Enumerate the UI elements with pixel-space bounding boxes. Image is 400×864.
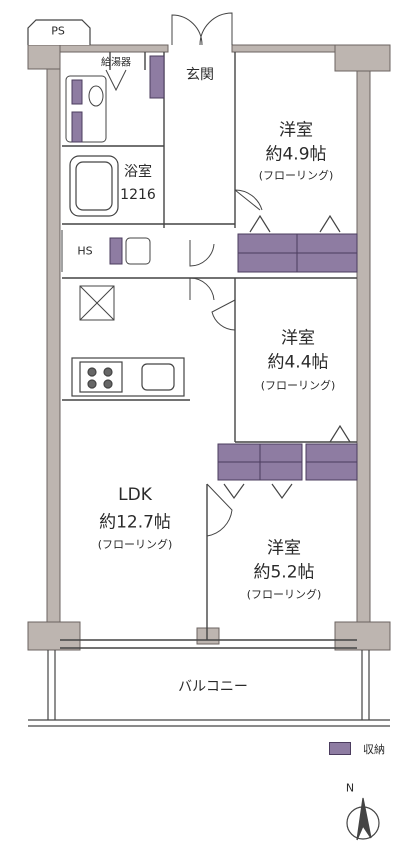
left-wall [46,44,61,631]
top-wall-left [59,44,169,53]
washbasin [61,230,151,272]
top-wall-right [231,44,336,53]
bath-label: 浴室 [124,164,152,180]
ldk-floor: (フローリング) [97,538,173,551]
storage-areas [109,55,358,481]
hs-storage [109,237,123,265]
fridge-space [79,285,115,321]
toilet-area [65,69,127,143]
kitchen-counter [71,357,185,397]
legend-label: 収納 [363,743,385,756]
room1-size: 約4.9帖 [265,144,327,165]
room2-floor: (フローリング) [260,379,336,392]
closet-doors [223,214,351,500]
compass-icon [346,797,380,841]
hs-label: HS [77,244,93,258]
entrance-storage [149,55,165,99]
bottom-left-pillar [27,621,81,651]
balcony-label: バルコニー [178,679,248,695]
balcony-outline [28,650,390,727]
room3-size: 約5.2帖 [253,562,315,583]
compass-north-label: N [345,781,355,795]
top-right-pillar [334,44,391,72]
right-wall [356,44,371,631]
legend-swatch [329,742,351,755]
swing-doors [171,12,263,537]
top-left-pillar [27,44,61,70]
bottom-mid-post [196,627,220,645]
ldk-size: 約12.7帖 [99,512,171,533]
room1-name: 洋室 [279,120,313,141]
room3-floor: (フローリング) [246,588,322,601]
bathtub [69,155,119,217]
water-heater-label: 給湯器 [101,57,131,69]
room1-floor: (フローリング) [258,169,334,182]
ps-box [27,19,91,45]
bath-size-label: 1216 [120,187,156,203]
bottom-right-pillar [334,621,391,651]
room2-size: 約4.4帖 [267,352,329,373]
entrance-label: 玄関 [186,67,214,83]
room3-name: 洋室 [267,538,301,559]
exterior-walls [27,44,391,651]
room2-name: 洋室 [281,328,315,349]
ldk-name: LDK [118,485,152,505]
ps-label: PS [51,24,65,38]
